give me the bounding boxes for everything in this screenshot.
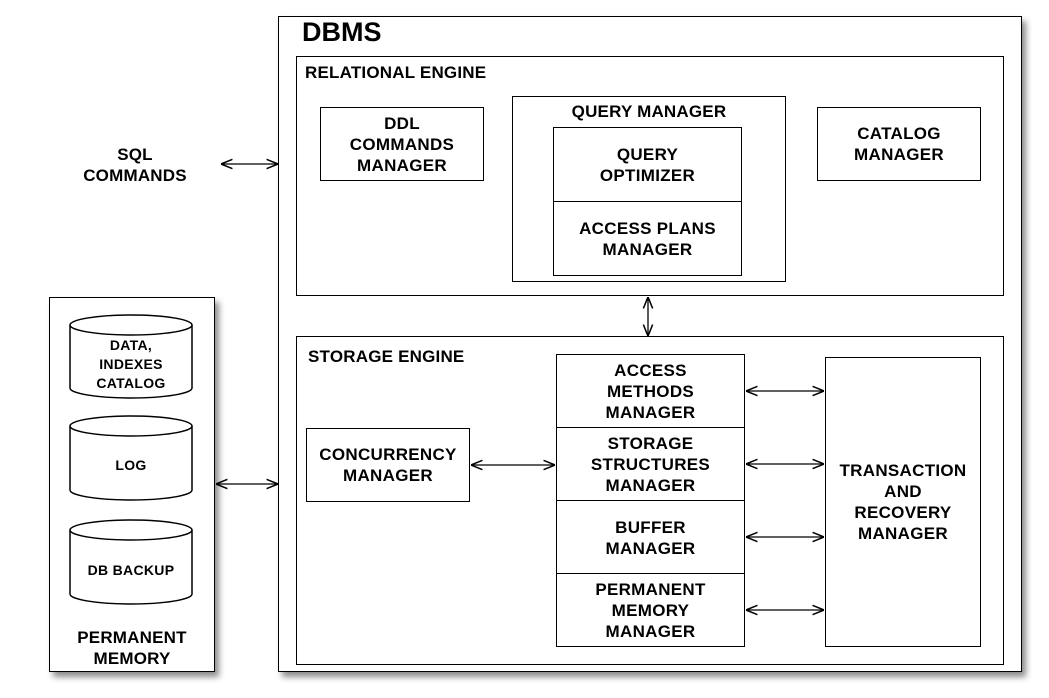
access-methods-manager-label: ACCESS METHODS MANAGER	[605, 361, 696, 422]
access-methods-manager: ACCESS METHODS MANAGER	[556, 354, 745, 429]
ddl-commands-manager: DDL COMMANDS MANAGER	[320, 107, 484, 181]
backup-cylinder	[69, 519, 193, 605]
catalog-manager-label: CATALOG MANAGER	[854, 124, 944, 164]
concurrency-manager: CONCURRENCY MANAGER	[306, 428, 470, 502]
buffer-manager-label: BUFFER MANAGER	[605, 517, 696, 558]
storage-structures-manager-label: STORAGE STRUCTURES MANAGER	[590, 434, 711, 495]
storage-structures-manager: STORAGE STRUCTURES MANAGER	[556, 427, 745, 502]
query-optimizer: QUERY OPTIMIZER	[553, 127, 742, 203]
transaction-recovery-manager-label: TRANSACTION AND RECOVERY MANAGER	[839, 461, 967, 543]
permanent-memory-title: PERMANENT MEMORY	[77, 628, 187, 668]
permanent-memory-manager-label: PERMANENT MEMORY MANAGER	[595, 579, 706, 641]
backup-cylinder-label: DB BACKUP	[87, 561, 175, 578]
transaction-recovery-manager: TRANSACTION AND RECOVERY MANAGER	[825, 357, 981, 647]
relational-engine-title: RELATIONAL ENGINE	[305, 63, 487, 82]
storage-engine-title: STORAGE ENGINE	[308, 347, 465, 366]
log-cylinder-label: LOG	[115, 456, 147, 473]
access-plans-manager-label: ACCESS PLANS MANAGER	[579, 218, 716, 259]
dbms-title: DBMS	[302, 17, 382, 47]
query-optimizer-label: QUERY OPTIMIZER	[599, 145, 696, 185]
ddl-commands-manager-label: DDL COMMANDS MANAGER	[349, 113, 455, 175]
access-plans-manager: ACCESS PLANS MANAGER	[553, 201, 742, 276]
sql-commands-label: SQL COMMANDS	[83, 145, 187, 185]
buffer-manager: BUFFER MANAGER	[556, 500, 745, 575]
query-manager-title: QUERY MANAGER	[571, 102, 727, 121]
log-cylinder	[69, 415, 193, 501]
permanent-memory-manager: PERMANENT MEMORY MANAGER	[556, 573, 745, 647]
concurrency-manager-label: CONCURRENCY MANAGER	[319, 445, 457, 485]
data-cylinder-label: DATA, INDEXES CATALOG	[96, 336, 166, 391]
catalog-manager: CATALOG MANAGER	[817, 107, 981, 181]
data-cylinder	[69, 314, 193, 399]
